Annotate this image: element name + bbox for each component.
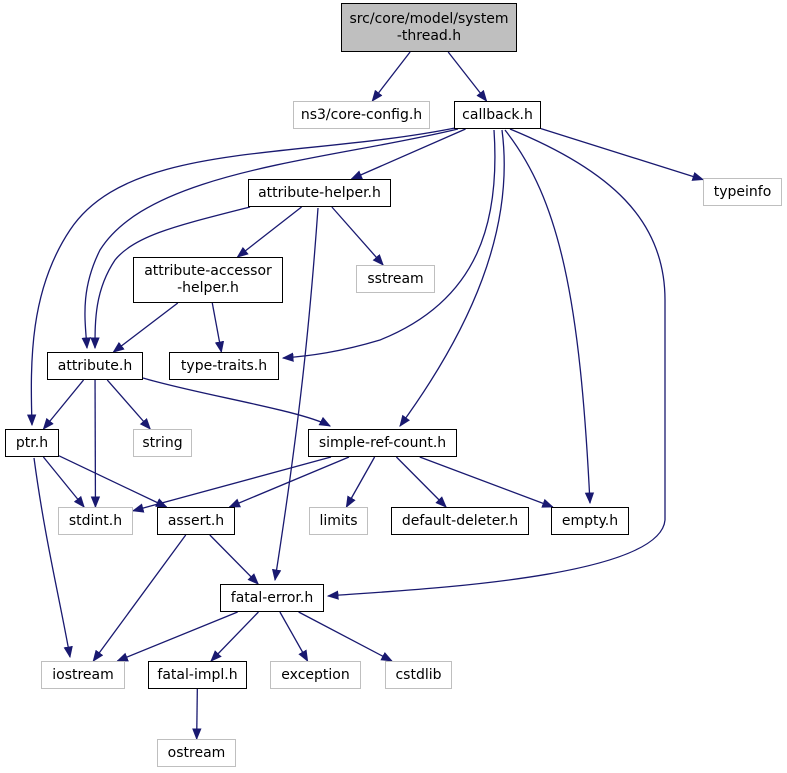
- edge-callback-to-type-traits: [281, 129, 496, 362]
- edge-callback-to-simple-ref-count: [399, 129, 505, 427]
- edge-fatal-error-to-cstdlib: [298, 611, 393, 662]
- node-attribute-accessor-helper[interactable]: attribute-accessor -helper.h: [133, 257, 283, 303]
- edge-fatal-error-to-iostream: [116, 611, 238, 662]
- node-cstdlib: cstdlib: [385, 661, 452, 689]
- node-label: ptr.h: [15, 434, 49, 451]
- node-label: assert.h: [167, 512, 225, 529]
- node-label: empty.h: [561, 512, 619, 529]
- edge-assert-to-iostream: [92, 534, 187, 662]
- edge-attribute-to-string: [106, 379, 151, 430]
- node-label: attribute-helper.h: [258, 184, 381, 201]
- edge-fatal-error-to-exception: [279, 611, 309, 663]
- node-assert[interactable]: assert.h: [157, 507, 235, 535]
- node-attribute[interactable]: attribute.h: [47, 352, 143, 380]
- edge-callback-to-fatal-error: [326, 128, 666, 600]
- node-label: iostream: [52, 666, 114, 683]
- node-label: attribute.h: [57, 357, 133, 374]
- edge-simple-ref-count-to-limits: [345, 456, 376, 509]
- node-stdint: stdint.h: [58, 507, 133, 535]
- edge-fatal-impl-to-ostream: [192, 688, 202, 741]
- node-ptr[interactable]: ptr.h: [5, 429, 59, 457]
- node-core-config: ns3/core-config.h: [293, 101, 430, 129]
- node-label: limits: [319, 512, 358, 529]
- node-ostream: ostream: [157, 739, 236, 767]
- edge-simple-ref-count-to-stdint: [131, 456, 332, 513]
- node-root[interactable]: src/core/model/system -thread.h: [341, 3, 517, 52]
- edge-root-to-callback: [447, 51, 488, 102]
- edge-assert-to-fatal-error: [209, 534, 260, 585]
- edge-attribute-to-simple-ref-count: [142, 377, 332, 427]
- edge-attribute-accessor-helper-to-type-traits: [211, 302, 225, 354]
- node-label: cstdlib: [395, 666, 442, 683]
- edges: [26, 51, 705, 741]
- edge-attribute-helper-to-attribute-accessor-helper: [236, 206, 302, 258]
- edge-callback-to-attribute-helper: [350, 128, 466, 180]
- node-exception: exception: [270, 661, 361, 689]
- node-string: string: [133, 429, 192, 457]
- node-label: fatal-impl.h: [157, 666, 238, 683]
- node-label: simple-ref-count.h: [318, 434, 447, 451]
- edge-attribute-accessor-helper-to-attribute: [112, 302, 179, 353]
- node-fatal-error[interactable]: fatal-error.h: [220, 584, 324, 612]
- edge-simple-ref-count-to-assert: [228, 456, 350, 508]
- node-label: src/core/model/system -thread.h: [349, 10, 509, 44]
- node-label: exception: [281, 666, 350, 683]
- edge-ptr-to-stdint: [42, 456, 85, 508]
- node-empty[interactable]: empty.h: [551, 507, 629, 535]
- node-limits: limits: [309, 507, 368, 535]
- node-label: string: [142, 434, 183, 451]
- node-sstream: sstream: [356, 265, 435, 293]
- edge-attribute-to-ptr: [42, 379, 85, 430]
- edge-attribute-helper-to-fatal-error: [272, 207, 319, 582]
- node-label: stdint.h: [68, 512, 123, 529]
- node-label: ns3/core-config.h: [300, 106, 423, 123]
- edge-attribute-helper-to-attribute: [90, 206, 251, 350]
- edge-callback-to-empty: [504, 129, 595, 505]
- node-label: default-deleter.h: [401, 512, 519, 529]
- node-label: typeinfo: [713, 183, 772, 200]
- edge-root-to-core-config: [371, 51, 411, 102]
- node-simple-ref-count[interactable]: simple-ref-count.h: [308, 429, 457, 457]
- node-typeinfo: typeinfo: [703, 178, 782, 206]
- node-attribute-helper[interactable]: attribute-helper.h: [248, 179, 391, 207]
- node-label: attribute-accessor -helper.h: [144, 263, 272, 296]
- node-label: fatal-error.h: [230, 589, 314, 606]
- node-type-traits[interactable]: type-traits.h: [169, 352, 279, 380]
- node-iostream: iostream: [41, 661, 125, 689]
- node-label: callback.h: [462, 106, 533, 123]
- edge-callback-to-ptr: [26, 126, 461, 427]
- edge-simple-ref-count-to-empty: [419, 456, 554, 508]
- edge-fatal-error-to-fatal-impl: [210, 611, 259, 662]
- node-label: sstream: [367, 270, 424, 287]
- edge-simple-ref-count-to-default-deleter: [395, 456, 447, 508]
- edge-attribute-helper-to-sstream: [331, 206, 384, 266]
- node-default-deleter[interactable]: default-deleter.h: [391, 507, 529, 535]
- edge-callback-to-typeinfo: [540, 128, 705, 181]
- node-callback[interactable]: callback.h: [454, 101, 541, 129]
- node-label: type-traits.h: [180, 357, 268, 374]
- edge-ptr-to-iostream: [33, 457, 73, 659]
- edge-ptr-to-assert: [58, 455, 168, 508]
- node-fatal-impl[interactable]: fatal-impl.h: [148, 661, 247, 689]
- node-label: ostream: [167, 744, 226, 761]
- edge-callback-to-attribute: [81, 128, 459, 350]
